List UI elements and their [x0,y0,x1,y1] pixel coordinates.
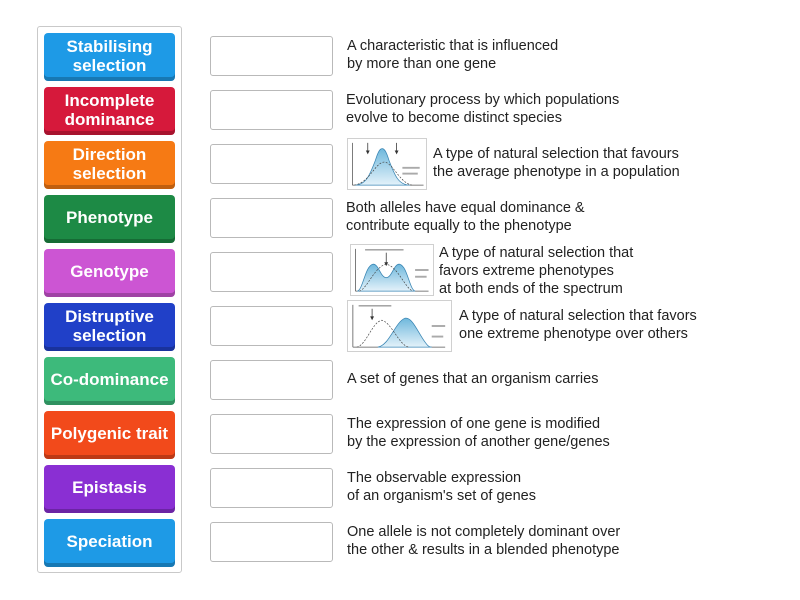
drop-slot-10[interactable] [210,522,333,562]
definition-text-2: Evolutionary process by which population… [346,92,620,126]
disruptive-selection-graph [350,244,434,296]
definition-text-6: A type of natural selection that favors … [459,308,697,342]
directional-selection-graph [347,300,452,352]
term-tile-speciation[interactable]: Speciation [44,519,175,567]
definition-text-7: A set of genes that an organism carries [347,371,599,387]
term-label: Polygenic trait [50,424,169,443]
drop-slot-2[interactable] [210,90,333,130]
definition-text-10: One allele is not completely dominant ov… [347,524,621,558]
term-label: Co-dominance [50,370,169,389]
definition-text-5: A type of natural selection that favors … [439,245,634,297]
term-tile-stabilising-selection[interactable]: Stabilising selection [44,33,175,81]
term-tile-genotype[interactable]: Genotype [44,249,175,297]
definition-text-4: Both alleles have equal dominance & cont… [346,200,585,234]
term-label: Direction selection [72,144,147,183]
drop-slot-1[interactable] [210,36,333,76]
definition-text-1: A characteristic that is influenced by m… [347,38,559,72]
definition-text-9: The observable expression of an organism… [347,470,536,504]
term-label: Incomplete dominance [64,90,155,129]
term-tile-direction-selection[interactable]: Direction selection [44,141,175,189]
term-label: Epistasis [72,478,147,497]
term-tile-polygenic-trait[interactable]: Polygenic trait [44,411,175,459]
term-label: Distruptive selection [65,306,154,345]
drop-slot-4[interactable] [210,198,333,238]
stabilizing-selection-graph [347,138,427,190]
drop-slot-9[interactable] [210,468,333,508]
term-tile-co-dominance[interactable]: Co-dominance [44,357,175,405]
definition-text-8: The expression of one gene is modified b… [347,416,610,450]
term-tile-distruptive-selection[interactable]: Distruptive selection [44,303,175,351]
drop-slot-5[interactable] [210,252,333,292]
term-tile-incomplete-dominance[interactable]: Incomplete dominance [44,87,175,135]
term-tile-epistasis[interactable]: Epistasis [44,465,175,513]
term-label: Phenotype [66,208,153,227]
drop-slot-8[interactable] [210,414,333,454]
drop-slot-6[interactable] [210,306,333,346]
term-label: Stabilising selection [66,36,153,75]
term-tile-phenotype[interactable]: Phenotype [44,195,175,243]
term-label: Genotype [70,262,149,281]
definition-text-3: A type of natural selection that favours… [433,146,680,180]
drop-slot-7[interactable] [210,360,333,400]
drop-slot-3[interactable] [210,144,333,184]
term-label: Speciation [66,532,153,551]
